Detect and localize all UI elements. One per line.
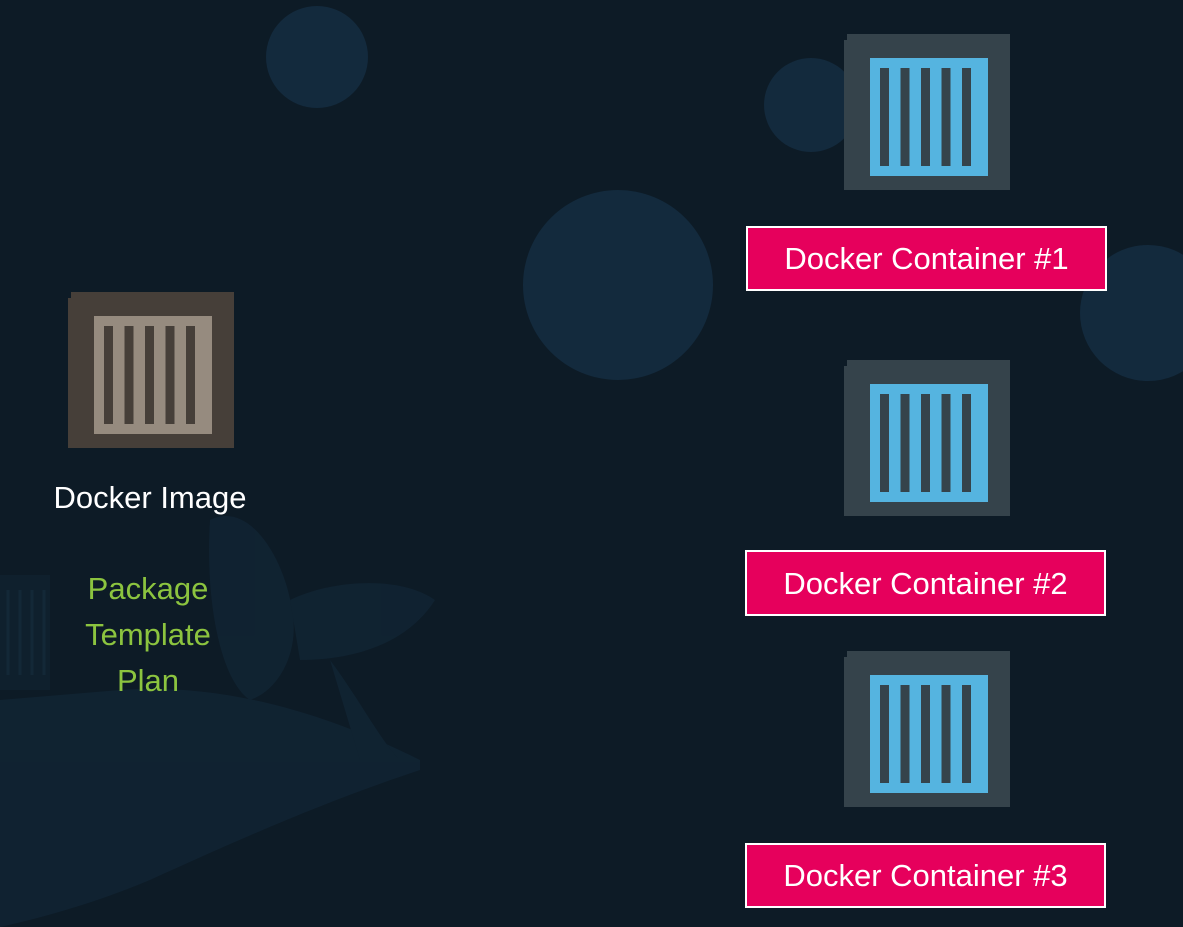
docker-container-3-label: Docker Container #3 (783, 858, 1068, 893)
image-icon-door-groove (145, 326, 154, 424)
container-1-icon-door-groove (880, 68, 889, 166)
docker-container-2-label: Docker Container #2 (783, 565, 1068, 601)
docker-image-label: Docker Image (53, 480, 247, 515)
docker-image-description: Package Template Plan (0, 566, 296, 704)
container-3-icon-door-groove (962, 685, 971, 783)
description-line-package: Package (87, 571, 209, 606)
bg-circle-behind-container-1 (764, 58, 858, 152)
container-3-icon-door-groove (900, 685, 910, 783)
docker-image-container-icon (68, 292, 234, 448)
bg-whale-silhouette (0, 516, 435, 927)
container-1-icon-door-groove (900, 68, 910, 166)
container-1-icon-door-groove (962, 68, 971, 166)
description-line-template: Template (85, 617, 211, 652)
container-3-icon-door-groove (941, 685, 951, 783)
docker-container-1-label: Docker Container #1 (784, 241, 1069, 276)
container-1-icon-door-groove (941, 68, 951, 166)
docker-container-1-tag: Docker Container #1 (746, 226, 1107, 291)
docker-container-3-icon (844, 651, 1010, 807)
docker-container-1-icon (844, 34, 1010, 190)
image-icon-door-groove (165, 326, 175, 424)
bg-circle-center (523, 190, 713, 380)
container-3-icon-door-groove (921, 685, 930, 783)
container-2-icon-door-groove (880, 394, 889, 492)
container-3-icon-door-groove (880, 685, 889, 783)
container-2-icon-door-groove (921, 394, 930, 492)
docker-container-2-tag: Docker Container #2 (745, 550, 1106, 616)
image-icon-door-groove (124, 326, 134, 424)
image-icon-door-groove (104, 326, 113, 424)
bg-ghost-slats (6, 590, 46, 675)
container-2-icon-door-groove (962, 394, 971, 492)
container-2-icon-door-groove (941, 394, 951, 492)
container-2-icon-door-groove (900, 394, 910, 492)
docker-container-3-tag: Docker Container #3 (745, 843, 1106, 908)
container-1-icon-door-groove (921, 68, 930, 166)
docker-container-2-icon (844, 360, 1010, 516)
description-line-plan: Plan (116, 663, 180, 698)
bg-circle-small-top (266, 6, 368, 108)
image-icon-door-groove (186, 326, 195, 424)
